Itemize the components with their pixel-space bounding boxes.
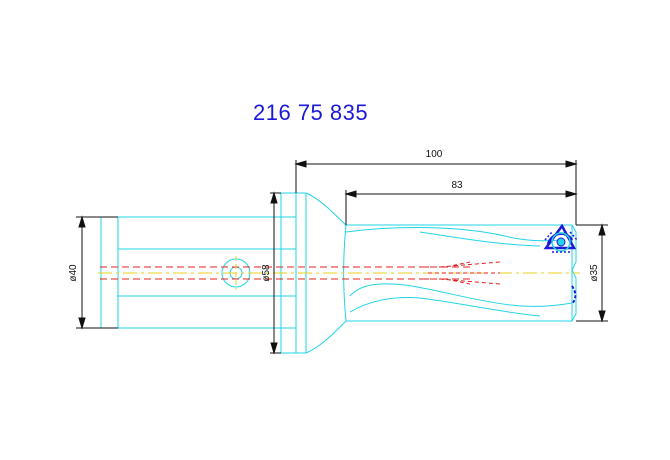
neck-taper-bottom <box>305 320 347 354</box>
dim-d58-arrow-top <box>270 191 278 204</box>
dim-d35-label: ø35 <box>589 264 600 282</box>
body-outline <box>343 224 573 322</box>
dim-83-arrow-right <box>565 190 578 198</box>
dim-d58-label: ø58 <box>261 264 272 282</box>
dim-d35-arrow-bottom <box>598 310 606 323</box>
tip-contour <box>571 224 577 322</box>
flute-upper-2 <box>419 231 541 247</box>
insert-lower-edge <box>571 285 577 305</box>
flute-middle <box>349 283 573 307</box>
cutting-insert-bottom <box>571 285 577 305</box>
dim-d58-arrow-bottom <box>270 342 278 355</box>
dim-d40-label: ø40 <box>68 264 79 282</box>
dim-d40-arrow-bottom <box>78 317 86 330</box>
insert-edge-detail <box>544 231 578 253</box>
dim-d35-arrow-top <box>598 223 606 236</box>
cutting-insert-top <box>543 223 578 253</box>
flute-lower <box>349 297 541 317</box>
centerlines <box>98 256 580 290</box>
dimensions <box>76 160 608 355</box>
dim-83-arrow-left <box>344 190 357 198</box>
insert-screw-inner <box>556 237 566 247</box>
neck-taper-top <box>305 192 347 226</box>
dimension-labels: 100 83 ø40 ø58 ø35 <box>68 149 600 282</box>
flute-upper <box>345 227 561 242</box>
dim-100-arrow-right <box>565 160 578 168</box>
dim-100-label: 100 <box>426 149 443 160</box>
coolant-drill-point <box>425 261 501 285</box>
part-number-title: 216 75 835 <box>253 100 369 125</box>
dim-83-label: 83 <box>451 180 463 191</box>
insert-screw-outer <box>551 232 571 252</box>
dim-d40-arrow-top <box>78 215 86 228</box>
dim-100-arrow-left <box>294 160 307 168</box>
